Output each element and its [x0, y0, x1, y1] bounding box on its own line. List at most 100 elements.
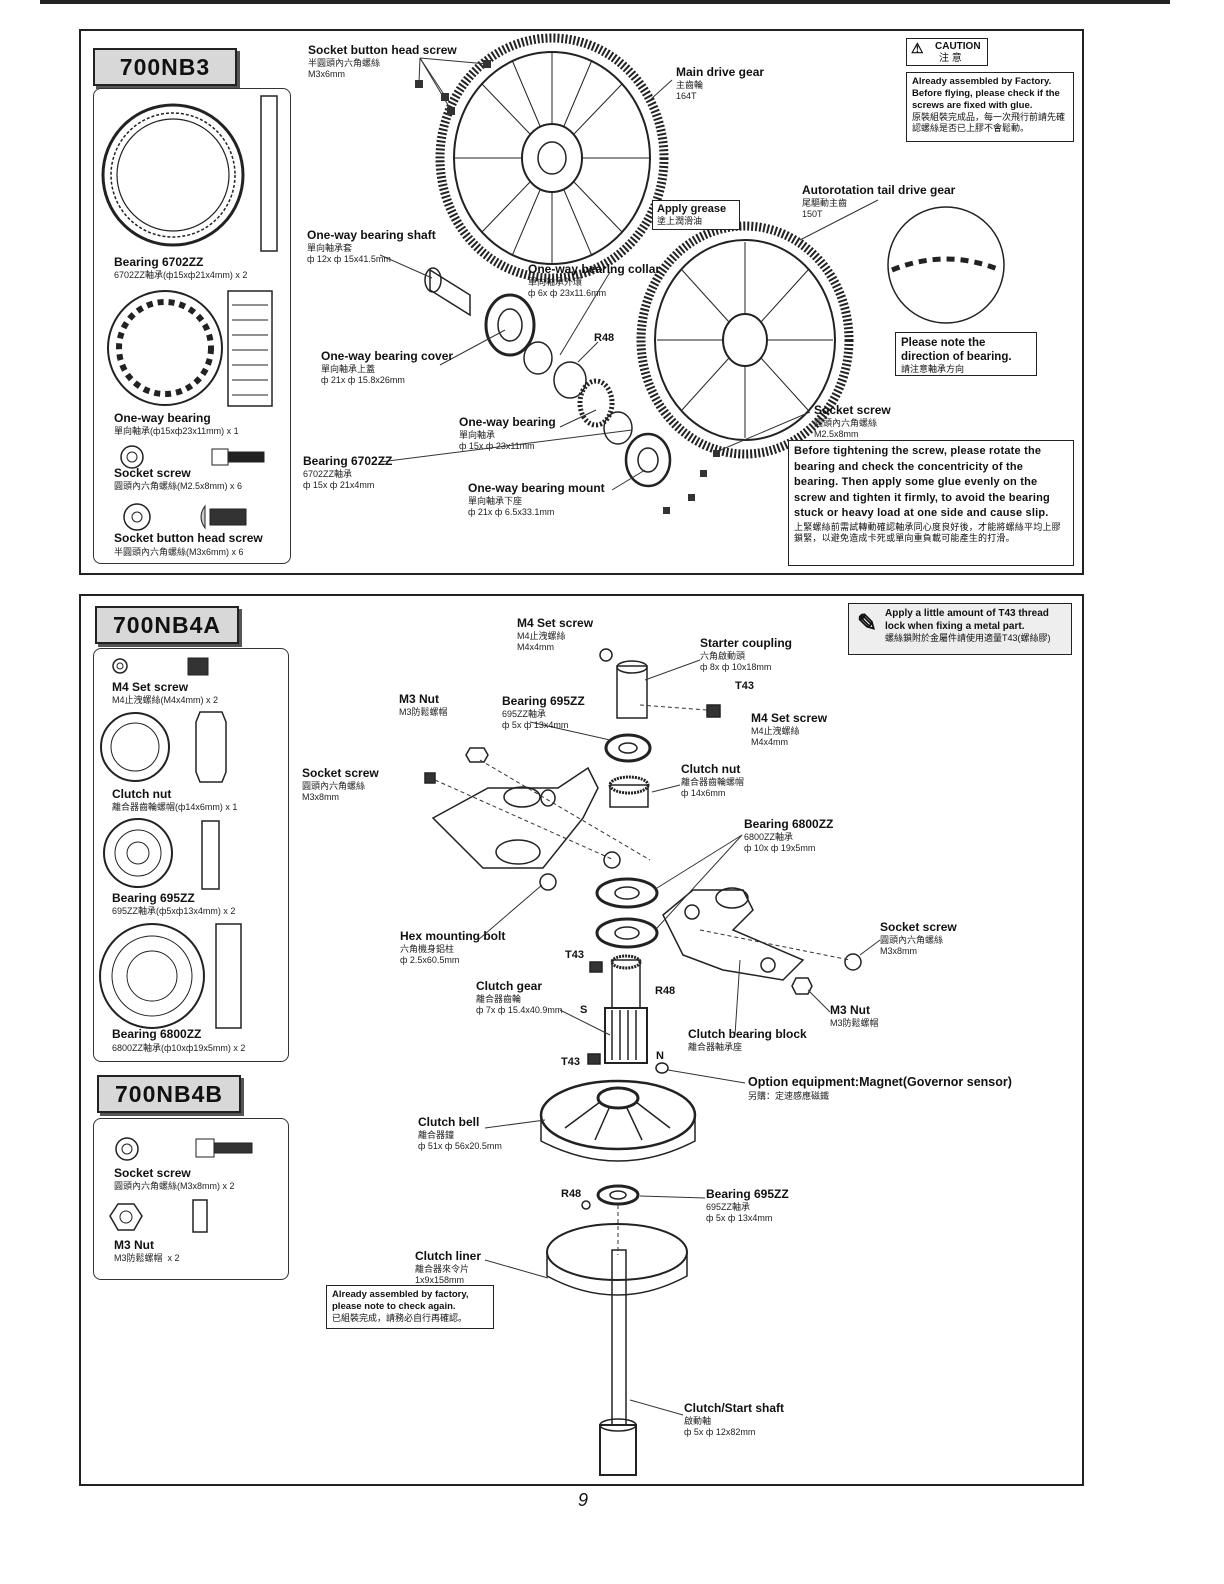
- nb4a-callout-option: Option equipment:Magnet(Governor sensor): [748, 1075, 1012, 1089]
- nb4a-callout-shaft-spec: ф 5x ф 12x82mm: [684, 1427, 756, 1437]
- socket-screw-drawing-nb3: [120, 445, 265, 469]
- nb4a-callout-b695-bot-zh: 695ZZ軸承: [706, 1202, 751, 1212]
- apply-grease-note: Apply grease 塗上潤滑油: [652, 200, 740, 230]
- nb3-callout-ow-collar-zh: 單向軸承外環: [528, 277, 583, 287]
- nb4a-callout-s: S: [580, 1004, 588, 1016]
- nb3-part-2-spec: 圓頭內六角螺絲(M2.5x8mm) x 6: [114, 481, 243, 491]
- nb3-part-0-name: Bearing 6702ZZ: [114, 255, 204, 269]
- nb4a-callout-b6800: Bearing 6800ZZ: [744, 817, 834, 831]
- nb3-callout-sock: Socket screw: [814, 403, 891, 417]
- nb3-callout-ow-mount-zh: 單向軸承下座: [468, 496, 523, 506]
- nb4a-callout-clutch-gear-zh: 離合器齒輪: [476, 994, 522, 1004]
- socket-button-head-screw-drawing-nb3: [123, 503, 247, 531]
- nb3-callout-sock-spec: M2.5x8mm: [814, 429, 859, 439]
- bearing-6800zz-drawing: [99, 923, 242, 1029]
- nb3-callout-sock-zh: 圓頭內六角螺絲: [814, 418, 878, 428]
- nb4a-callout-t43-a: T43: [735, 680, 754, 692]
- t43-note-text: Apply a little amount of T43 thread lock…: [885, 608, 1049, 632]
- caution-box: Already assembled by Factory. Before fly…: [906, 72, 1074, 142]
- nb4a-callout-m4set-right-zh: M4止洩螺絲: [751, 726, 800, 736]
- nb4a-callout-clutch-nut: Clutch nut: [681, 762, 741, 776]
- factory-assembled-note: Already assembled by factory, please not…: [326, 1285, 494, 1329]
- t43-note: ✎ Apply a little amount of T43 thread lo…: [848, 603, 1072, 655]
- factory-assembled-zh: 已組裝完成，請務必自行再確認。: [332, 1313, 468, 1323]
- nb3-callout-ow-bearing: One-way bearing: [459, 415, 556, 429]
- direction-note-zh: 請注意軸承方向: [901, 364, 965, 374]
- nb3-callout-sbhs: Socket button head screw: [308, 43, 457, 57]
- nb4b-part-1-spec: M3防鬆螺帽 x 2: [114, 1253, 180, 1263]
- nb4a-callout-clutch-liner: Clutch liner: [415, 1249, 482, 1263]
- nb4a-callout-sock-left: Socket screw: [302, 766, 379, 780]
- nb4a-part-3-spec: 6800ZZ軸承(ф10xф19x5mm) x 2: [112, 1043, 246, 1053]
- nb4a-callout-b695-bot: Bearing 695ZZ: [706, 1187, 789, 1201]
- nb3-callout-ow-cover-spec: ф 21x ф 15.8x26mm: [321, 375, 405, 385]
- nb3-callout-b6702-zh: 6702ZZ軸承: [303, 469, 353, 479]
- nb4a-callout-clutch-bell: Clutch bell: [418, 1115, 480, 1129]
- nb3-callout-main-gear-zh: 主齒輪: [676, 80, 704, 90]
- nb3-part-0-spec: 6702ZZ軸承(ф15xф21x4mm) x 2: [114, 270, 248, 280]
- nb4a-callout-m3nut-right-zh: M3防鬆螺帽: [830, 1018, 879, 1028]
- nb3-callout-ow-mount: One-way bearing mount: [468, 481, 605, 495]
- nb3-callout-b6702-spec: ф 15x ф 21x4mm: [303, 480, 375, 490]
- nb4b-part-0-name: Socket screw: [114, 1166, 191, 1180]
- nb3-callout-ow-collar: One-way bearing collar: [528, 262, 661, 276]
- m3-nut-drawing-nb4b: [109, 1199, 208, 1233]
- direction-note-text: Please note the direction of bearing.: [901, 337, 1012, 363]
- apply-grease-text: Apply grease: [657, 203, 727, 215]
- nb4a-callout-sock-right-spec: M3x8mm: [880, 946, 918, 956]
- nb3-part-3-spec: 半圓頭內六角螺絲(M3x6mm) x 6: [114, 547, 244, 557]
- nb4a-callout-clutch-liner-zh: 離合器來令片: [415, 1264, 470, 1274]
- nb4a-callout-m4set-top: M4 Set screw: [517, 616, 594, 630]
- clutch-nut-drawing: [100, 711, 227, 783]
- nb4a-callout-shaft: Clutch/Start shaft: [684, 1401, 785, 1415]
- nb4a-callout-clutch-bell-zh: 離合器鐘: [418, 1130, 455, 1140]
- nb4a-callout-clutch-bell-spec: ф 51x ф 56x20.5mm: [418, 1141, 502, 1151]
- caution-warning-icon: ⚠: [911, 40, 924, 56]
- nb4a-callout-hex-bolt: Hex mounting bolt: [400, 929, 506, 943]
- nb4b-part-1-name: M3 Nut: [114, 1238, 154, 1252]
- nb4a-callout-b695-top: Bearing 695ZZ: [502, 694, 585, 708]
- nb3-part-1-name: One-way bearing: [114, 411, 211, 425]
- nb3-callout-sbhs-spec: M3x6mm: [308, 69, 346, 79]
- nb4a-callout-n: N: [656, 1050, 664, 1062]
- nb4a-callout-m4set-top-zh: M4止洩螺絲: [517, 631, 566, 641]
- page-number: 9: [578, 1490, 589, 1510]
- leader-lines-nb3: [379, 57, 879, 491]
- factory-assembled-text: Already assembled by factory, please not…: [332, 1289, 469, 1312]
- nb4a-part-3-name: Bearing 6800ZZ: [112, 1027, 202, 1041]
- nb4a-callout-sock-left-zh: 圓頭內六角螺絲: [302, 781, 366, 791]
- nb3-callout-ow-mount-spec: ф 21x ф 6.5x33.1mm: [468, 507, 555, 517]
- nb3-callout-ow-shaft-zh: 單向軸承套: [307, 243, 353, 253]
- nb3-callout-ow-shaft: One-way bearing shaft: [307, 228, 436, 242]
- caution-title: CAUTION: [935, 41, 981, 52]
- nb4a-callout-m4set-right: M4 Set screw: [751, 711, 828, 725]
- nb3-callout-ow-collar-spec: ф 6x ф 23x11.6mm: [528, 288, 607, 298]
- nb3-part-2-name: Socket screw: [114, 466, 191, 480]
- leader-lines-nb4a: [434, 704, 851, 1255]
- nb4a-callout-b695-top-spec: ф 5x ф 13x4mm: [502, 720, 569, 730]
- nb3-callout-ow-cover-zh: 單向軸承上蓋: [321, 364, 376, 374]
- nb4a-part-2-name: Bearing 695ZZ: [112, 891, 195, 905]
- nb4a-callout-b6800-spec: ф 10x ф 19x5mm: [744, 843, 816, 853]
- caution-header: ⚠ CAUTION 注 意: [906, 38, 988, 66]
- page-top-rule: [40, 0, 1170, 4]
- bearing-direction-detail-drawing: [887, 206, 1005, 324]
- one-way-bearing-drawing: [107, 290, 273, 407]
- nb4a-callout-sock-right: Socket screw: [880, 920, 957, 934]
- nb3-callout-auto-gear: Autorotation tail drive gear: [802, 183, 956, 197]
- nb3-callout-ow-cover: One-way bearing cover: [321, 349, 454, 363]
- nb4a-callout-starter: Starter coupling: [700, 636, 793, 650]
- nb4a-callout-m4set-top-spec: M4x4mm: [517, 642, 555, 652]
- leader-lines-nb4a-solid: [477, 659, 881, 1416]
- nb3-callout-ow-bearing-zh: 單向軸承: [459, 430, 496, 440]
- nb4a-callout-b6800-zh: 6800ZZ軸承: [744, 832, 794, 842]
- nb3-callout-r48: R48: [594, 332, 615, 344]
- nb3-callout-ow-shaft-spec: ф 12x ф 15x41.5mm: [307, 254, 391, 264]
- bearing-695zz-drawing: [103, 818, 220, 890]
- apply-grease-zh: 塗上潤滑油: [657, 216, 703, 226]
- nb4a-callout-b695-top-zh: 695ZZ軸承: [502, 709, 547, 719]
- tighten-note: Before tightening the screw, please rota…: [788, 440, 1074, 566]
- nb4a-callout-r48-a: R48: [655, 985, 676, 997]
- caution-title-zh: 注 意: [939, 53, 962, 64]
